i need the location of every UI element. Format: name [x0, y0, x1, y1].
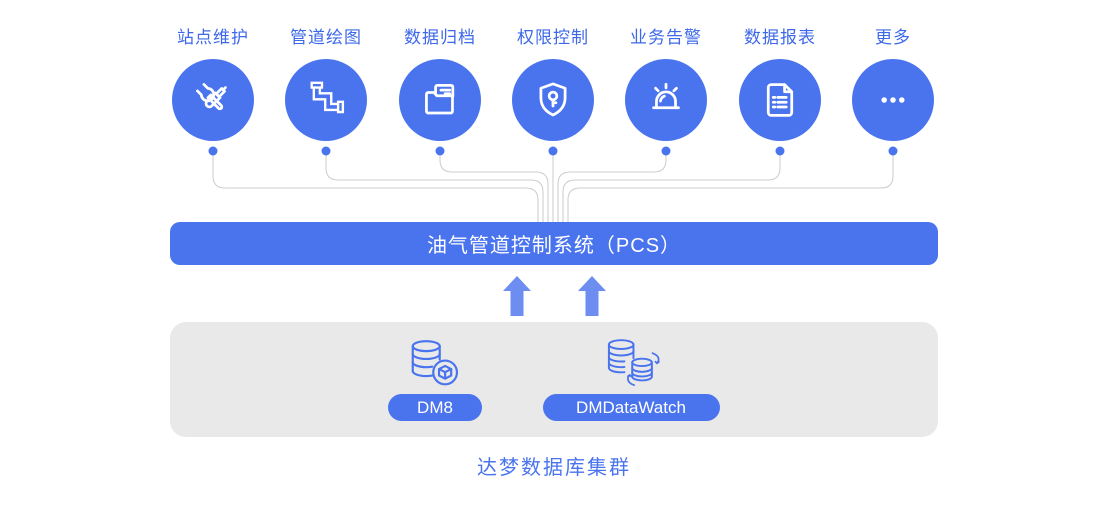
db-pill-dmdatawatch: DMDataWatch	[542, 394, 720, 421]
connector-lines	[208, 146, 898, 222]
database-sync-icon	[607, 339, 660, 386]
feature-label: 数据报表	[744, 28, 816, 47]
feature-circle	[172, 59, 254, 141]
feature-more: 更多	[836, 26, 950, 141]
feature-label: 更多	[875, 28, 911, 47]
db-group-dm8: DM8	[381, 336, 489, 421]
db-group-dmdatawatch: DMDataWatch	[541, 336, 721, 421]
wrench-screwdriver-icon	[196, 83, 227, 111]
feature-circle	[399, 59, 481, 141]
db-pill-label: DM8	[417, 397, 453, 417]
feature-label: 业务告警	[630, 28, 702, 47]
feature-business-alert: 业务告警	[609, 26, 723, 141]
feature-label: 管道绘图	[290, 28, 362, 47]
pipeline-icon	[310, 81, 345, 114]
connector-dots	[208, 146, 898, 156]
folder-archive-icon	[425, 83, 455, 115]
feature-circle	[285, 59, 367, 141]
alarm-icon	[652, 82, 680, 110]
up-arrow-icon	[578, 276, 606, 316]
feature-data-report: 数据报表	[723, 26, 837, 141]
up-arrow-icon	[503, 276, 531, 316]
feature-site-maintenance: 站点维护	[156, 26, 270, 141]
more-ellipsis-icon	[881, 97, 905, 103]
feature-label: 数据归档	[404, 28, 476, 47]
feature-circle	[625, 59, 707, 141]
feature-permission-control: 权限控制	[496, 26, 610, 141]
feature-label: 站点维护	[177, 28, 249, 47]
database-cube-icon	[411, 340, 459, 386]
db-pill-label: DMDataWatch	[576, 397, 686, 417]
feature-label: 权限控制	[517, 28, 589, 47]
cluster-title: 达梦数据库集群	[477, 457, 631, 479]
shield-key-icon	[539, 82, 567, 117]
db-pill-dm8: DM8	[388, 394, 482, 421]
system-bar: 油气管道控制系统（PCS）	[170, 222, 938, 265]
system-bar-label: 油气管道控制系统（PCS）	[426, 235, 682, 257]
feature-circle	[512, 59, 594, 141]
report-icon	[766, 83, 794, 117]
feature-circle	[852, 59, 934, 141]
feature-circle	[739, 59, 821, 141]
feature-pipeline-drawing: 管道绘图	[269, 26, 383, 141]
feature-data-archiving: 数据归档	[383, 26, 497, 141]
